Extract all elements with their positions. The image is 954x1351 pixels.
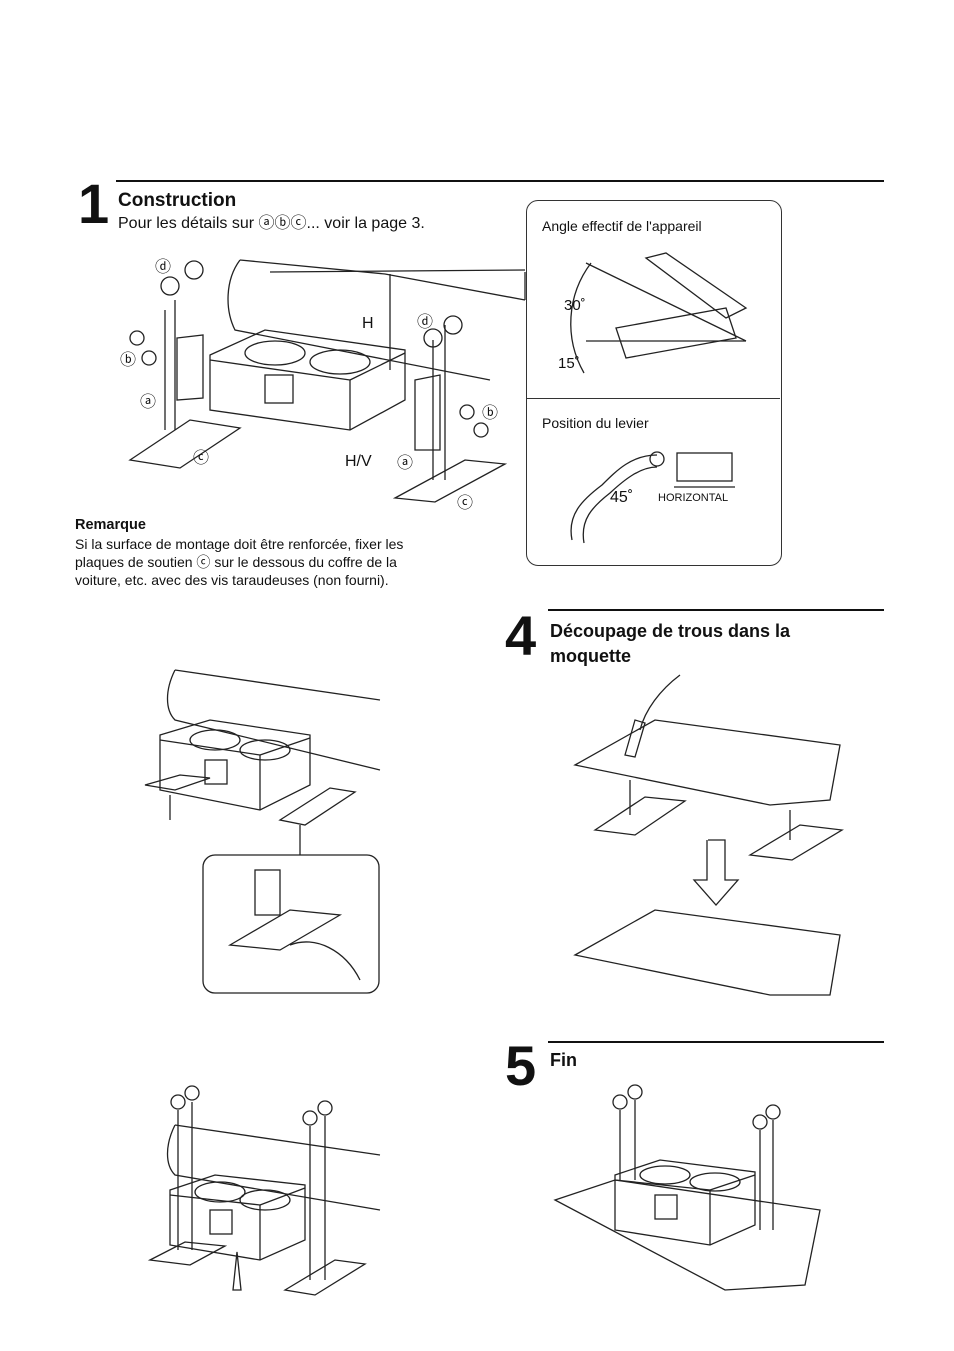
step-4-title-line-2: moquette — [550, 646, 631, 666]
label-a-right: ⓐ — [397, 454, 413, 472]
label-d-right: ⓓ — [417, 313, 433, 331]
label-b-left: ⓑ — [120, 351, 136, 369]
lever-box-title: Position du levier — [542, 415, 649, 431]
label-d-left: ⓓ — [155, 258, 171, 276]
step-4-illustration — [573, 674, 844, 996]
step-1-subtitle: Pour les détails sur ⓐⓑⓒ... voir la page… — [118, 215, 425, 232]
label-c-left: ⓒ — [193, 449, 209, 467]
step-1-title: Construction — [118, 190, 237, 211]
step-2-illustration — [144, 669, 381, 994]
angle-30-label: 30˚ — [564, 297, 586, 314]
angle-box-title: Angle effectif de l'appareil — [542, 218, 702, 234]
remark-line-2: plaques de soutien ⓒ sur le dessous du c… — [75, 554, 397, 570]
label-hv: H/V — [345, 453, 372, 470]
section-rule-step4 — [548, 609, 884, 611]
label-h: H — [362, 315, 374, 332]
lever-45-label: 45˚ — [610, 489, 633, 506]
remark-title: Remarque — [75, 517, 146, 533]
angle-lever-divider — [527, 398, 780, 399]
remark-line-1: Si la surface de montage doit être renfo… — [75, 536, 404, 552]
angle-diagram: 30˚ 15˚ — [558, 252, 748, 374]
step-5-illustration — [553, 1084, 821, 1291]
step-4-title-line-1: Découpage de trous dans la — [550, 621, 791, 641]
step-4-number: 4 — [505, 604, 537, 667]
step-3-illustration — [147, 1085, 381, 1296]
construction-illustration: ⓓ ⓑ ⓐ ⓒ H ⓓ ⓑ H/V ⓐ ⓒ — [120, 258, 526, 512]
section-rule-top — [116, 180, 884, 182]
step-5-title: Fin — [550, 1050, 577, 1070]
lever-horizontal-label: HORIZONTAL — [658, 492, 728, 504]
label-a-left: ⓐ — [140, 393, 156, 411]
angle-15-label: 15˚ — [558, 355, 580, 372]
step-1-number: 1 — [78, 172, 110, 235]
remark-line-3: voiture, etc. avec des vis taraudeuses (… — [75, 572, 389, 588]
label-c-right: ⓒ — [457, 494, 473, 512]
label-b-right: ⓑ — [482, 404, 498, 422]
step-5-number: 5 — [505, 1034, 537, 1097]
angle-lever-box — [526, 200, 782, 566]
section-rule-step5 — [548, 1041, 884, 1043]
lever-diagram: 45˚ HORIZONTAL — [570, 451, 735, 544]
